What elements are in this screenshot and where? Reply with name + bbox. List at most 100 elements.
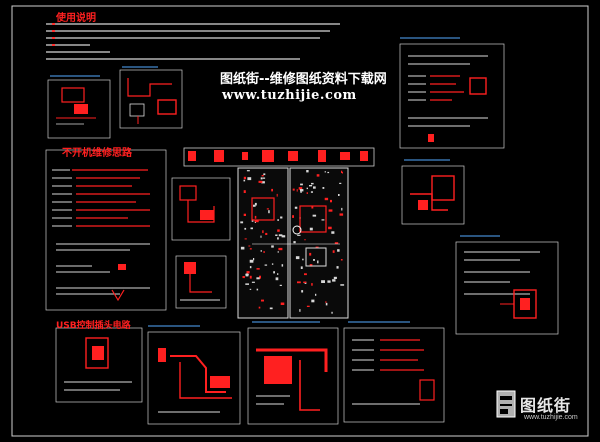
pcb-pad (263, 251, 265, 253)
pcb-pad (325, 301, 327, 303)
pcb-pad (340, 284, 345, 286)
pcb-pad (268, 210, 270, 214)
pcb-pad (251, 281, 255, 283)
pcb-pad (297, 281, 301, 284)
pcb-layout (183, 147, 375, 319)
pcb-pad (262, 177, 266, 179)
pcb-pad (298, 187, 303, 190)
pcb-pad (249, 275, 252, 279)
pcb-pad (311, 299, 315, 303)
pcb-pad (313, 259, 315, 261)
pcb-pad (334, 242, 339, 244)
pcb-pad (261, 181, 265, 184)
pcb-pad (309, 252, 312, 256)
pcb-pad (254, 215, 257, 219)
pcb-pad (281, 235, 286, 238)
pcb-pad (300, 183, 303, 186)
pcb-pad (311, 283, 313, 286)
pcb-pad (337, 249, 340, 252)
pcb-pad (280, 302, 285, 305)
pcb-pad (243, 190, 246, 193)
pcb-pad (317, 260, 319, 264)
right-lower-panel (455, 235, 559, 335)
pcb-pad (339, 182, 342, 184)
pcb-pad (271, 188, 273, 192)
pcb-pad (260, 235, 262, 238)
drawing-frame (11, 5, 589, 437)
pcb-pad (278, 234, 283, 237)
pcb-pad (275, 234, 278, 236)
pcb-pad (249, 259, 254, 263)
pcb-pad (266, 208, 269, 210)
pcb-pad (339, 213, 344, 216)
watermark-title: 图纸街--维修图纸资料下载网 (220, 72, 387, 87)
pcb-pad (277, 229, 280, 232)
logo-icon (496, 390, 516, 418)
pcb-pad (312, 214, 317, 217)
pcb-pad (341, 207, 343, 211)
pcb-pad (249, 266, 252, 269)
pcb-pad (315, 293, 317, 296)
pcb-pad (250, 227, 253, 230)
pcb-pad (340, 259, 343, 261)
pcb-pad (332, 250, 335, 253)
pcb-pad (258, 180, 263, 183)
pcb-pad (324, 171, 326, 173)
pcb-pad (256, 277, 260, 280)
pcb-pad (311, 182, 314, 185)
pcb-pad (328, 226, 332, 230)
pcb-pad (331, 311, 333, 314)
pcb-pad (341, 170, 343, 173)
no-power-heading: 不开机维修思路 (62, 148, 132, 159)
pcb-pad (248, 245, 251, 247)
logo-url: www.tuzhijie.com (524, 414, 578, 421)
pcb-pad (306, 192, 308, 194)
pcb-pad (240, 221, 244, 224)
pcb-pad (243, 213, 246, 216)
pcb-pad (247, 177, 252, 181)
pcb-pad (292, 188, 295, 191)
pcb-pad (246, 271, 250, 274)
pcb-pad (327, 171, 330, 174)
pcb-pad (296, 189, 298, 192)
pcb-pad (249, 288, 252, 290)
pcb-pad (254, 202, 257, 206)
pcb-pad (330, 199, 332, 203)
pcb-pad (261, 175, 264, 177)
pcb-pad (281, 264, 284, 267)
pcb-pad (259, 275, 261, 279)
pcb-pad (246, 170, 250, 172)
pcb-pad (253, 204, 256, 207)
pcb-pad (243, 179, 246, 182)
pcb-pad (258, 306, 261, 309)
pcb-pad (243, 176, 246, 180)
pcb-pad (321, 219, 325, 221)
panel-left-1 (47, 75, 111, 139)
usb-heading: USB控制插头电路 (56, 321, 131, 331)
pcb-pad (306, 305, 310, 307)
no-power-flow-block (45, 149, 167, 311)
pcb-pad (292, 215, 294, 218)
pcb-pad (306, 170, 309, 173)
pcb-pad (260, 177, 263, 180)
pcb-pad (261, 299, 264, 302)
pcb-pad (304, 239, 306, 241)
pcb-pad (309, 264, 313, 267)
pcb-pad (244, 227, 247, 230)
pcb-pad (303, 281, 307, 283)
pcb-pad (278, 247, 283, 251)
panel-left-2 (119, 66, 183, 129)
pcb-pad (245, 283, 249, 285)
pcb-pad (310, 191, 313, 193)
right-middle-panel (401, 159, 465, 225)
pcb-pad (253, 258, 255, 261)
pcb-pad (294, 206, 298, 209)
pcb-pad (277, 273, 279, 275)
pcb-pad (244, 238, 247, 240)
pcb-pad (271, 263, 274, 265)
pcb-pad (313, 186, 316, 189)
bottom-right-schematic (343, 321, 445, 423)
pcb-pad (293, 241, 296, 244)
pcb-pad (306, 187, 308, 190)
